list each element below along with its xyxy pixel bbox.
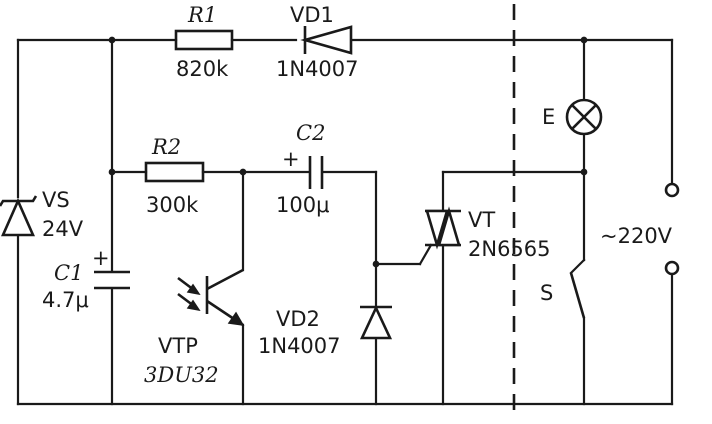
diode-vd2 xyxy=(359,304,393,340)
capacitor-c2 xyxy=(308,156,324,189)
r2-name: R2 xyxy=(151,135,181,159)
resistor-r1 xyxy=(174,29,234,51)
vt-name: VT xyxy=(468,208,495,232)
c2-polarity: + xyxy=(282,147,300,171)
lamp-name: E xyxy=(542,105,555,129)
c2-value: 100μ xyxy=(276,193,329,217)
c2-name: C2 xyxy=(296,121,325,145)
light-arrows-icon xyxy=(177,276,201,312)
vd1-value: 1N4007 xyxy=(276,57,359,81)
vtp-name: VTP xyxy=(158,334,198,358)
zener-diode-vs xyxy=(0,195,38,237)
switch-s xyxy=(569,272,586,319)
vt-value: 2N6565 xyxy=(468,237,551,261)
vs-value: 24V xyxy=(42,217,84,241)
vd2-name: VD2 xyxy=(276,307,320,331)
lamp-icon xyxy=(565,98,603,136)
junctions xyxy=(108,36,588,268)
r2-value: 300k xyxy=(146,193,199,217)
diode-vd1 xyxy=(300,25,353,55)
supply-value: ~220V xyxy=(600,224,673,248)
vd2-value: 1N4007 xyxy=(258,334,341,358)
c1-value: 4.7μ xyxy=(42,288,89,312)
vd1-name: VD1 xyxy=(290,3,334,27)
resistor-r2 xyxy=(144,161,205,183)
wires xyxy=(16,38,674,406)
vs-name: VS xyxy=(42,188,70,212)
triac-vt xyxy=(425,206,461,250)
r1-name: R1 xyxy=(187,3,217,27)
supply-terminals-icon xyxy=(664,182,680,276)
phototransistor-vtp xyxy=(177,268,245,327)
vtp-value: 3DU32 xyxy=(144,363,219,387)
capacitor-c1 xyxy=(94,270,130,290)
c1-name: C1 xyxy=(54,261,83,285)
switch-name: S xyxy=(540,281,553,305)
r1-value: 820k xyxy=(176,57,229,81)
c1-polarity: + xyxy=(92,246,110,270)
